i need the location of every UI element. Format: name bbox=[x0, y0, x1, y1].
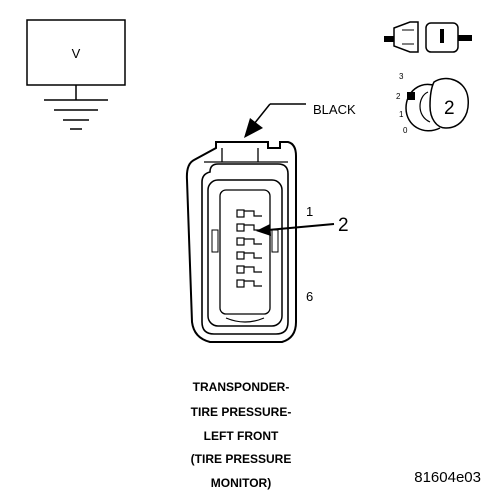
connector-color-label: BLACK bbox=[313, 102, 356, 117]
pin-row bbox=[236, 209, 262, 288]
figure-id: 81604e03 bbox=[414, 469, 481, 486]
pin-1-label: 1 bbox=[306, 204, 313, 219]
scale-2-label: 2 bbox=[396, 92, 401, 101]
caption-line-1: TRANSPONDER- bbox=[193, 380, 290, 394]
connector-mate-icon bbox=[384, 21, 472, 53]
pin-4-terminal bbox=[236, 251, 262, 260]
pin-callout-number: 2 bbox=[338, 215, 349, 236]
scale-3-label: 3 bbox=[399, 72, 404, 81]
pin-6-label: 6 bbox=[306, 289, 313, 304]
pin-5-terminal bbox=[236, 265, 262, 274]
pin-callout: 2 bbox=[256, 215, 349, 236]
connector-caption: TRANSPONDER- TIRE PRESSURE- LEFT FRONT (… bbox=[191, 380, 292, 490]
caption-line-2: TIRE PRESSURE- bbox=[191, 405, 292, 419]
voltmeter-symbol: V bbox=[26, 19, 126, 130]
scale-1-label: 1 bbox=[399, 110, 404, 119]
caption-line-3: LEFT FRONT bbox=[204, 429, 279, 443]
probe-scale-icon: 3 2 1 0 2 bbox=[396, 72, 469, 135]
color-leader: BLACK bbox=[244, 102, 356, 138]
callout-arrow-icon bbox=[256, 224, 271, 236]
ground-icon bbox=[44, 99, 108, 130]
caption-line-5: MONITOR) bbox=[211, 476, 271, 490]
probe-callout-number: 2 bbox=[444, 98, 455, 119]
pin-3-terminal bbox=[236, 237, 262, 246]
caption-line-4: (TIRE PRESSURE bbox=[191, 452, 292, 466]
scale-0-label: 0 bbox=[403, 126, 408, 135]
arrow-head-icon bbox=[244, 118, 263, 138]
voltmeter-label: V bbox=[72, 46, 81, 61]
pin-6-terminal bbox=[236, 279, 262, 288]
pin-1-terminal bbox=[236, 209, 262, 218]
